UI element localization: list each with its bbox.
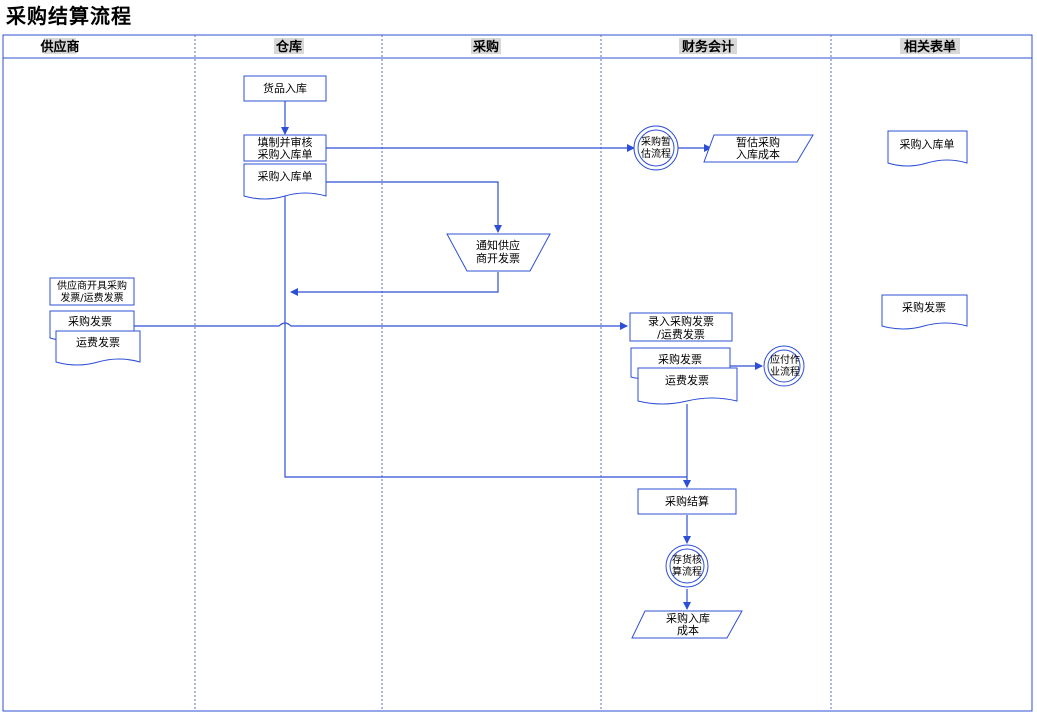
svg-text:存货核: 存货核 — [672, 553, 702, 566]
svg-text:采购发票: 采购发票 — [658, 352, 702, 366]
form-receipt[interactable]: 采购入库单 — [887, 130, 968, 167]
lane-header-bg-supplier — [44, 38, 76, 54]
svg-text:成本: 成本 — [677, 623, 699, 637]
svg-text:算流程: 算流程 — [672, 565, 702, 578]
svg-text:采购入库单: 采购入库单 — [900, 137, 955, 151]
document-finance-freight-invoice[interactable]: 运费发票 — [637, 367, 738, 405]
document-receipt[interactable]: 采购入库单 — [243, 163, 327, 200]
lane-header-bg-forms — [900, 38, 960, 54]
svg-text:采购发票: 采购发票 — [902, 300, 946, 314]
process-supplier-issue-invoice[interactable]: 供应商开具采购 发票/运费发票 — [49, 277, 135, 306]
svg-text:采购入库单: 采购入库单 — [258, 169, 313, 183]
lane-header-bg-purchasing — [471, 38, 501, 54]
process-goods-in[interactable]: 货品入库 — [243, 75, 327, 102]
lane-header-warehouse: 仓库 — [275, 39, 302, 55]
svg-text:采购发票: 采购发票 — [68, 314, 112, 328]
document-supplier-freight-invoice[interactable]: 运费发票 — [55, 330, 141, 366]
svg-text:发票/运费发票: 发票/运费发票 — [60, 291, 123, 304]
arrow-receipt-to-settle — [284, 196, 687, 478]
manual-op-notify-supplier[interactable]: 通知供应 商开发票 — [446, 233, 551, 272]
swimlane-header-band — [4, 36, 1031, 58]
data-temp-cost[interactable]: 暂估采购 入库成本 — [703, 134, 814, 163]
svg-text:通知供应: 通知供应 — [476, 238, 520, 252]
svg-text:货品入库: 货品入库 — [263, 81, 307, 95]
lane-header-bg-warehouse — [274, 38, 304, 54]
data-purchase-cost[interactable]: 采购入库 成本 — [631, 610, 743, 639]
page-title: 采购结算流程 — [6, 4, 132, 28]
svg-text:采购入库: 采购入库 — [666, 611, 710, 625]
process-purchase-settlement[interactable]: 采购结算 — [637, 488, 737, 515]
lane-header-forms: 相关表单 — [904, 39, 956, 55]
form-invoice[interactable]: 采购发票 — [881, 294, 968, 330]
svg-text:采购入库单: 采购入库单 — [258, 147, 313, 161]
subprocess-inventory-accounting[interactable]: 存货核 算流程 — [665, 544, 709, 588]
process-fill-review[interactable]: 填制并审核 采购入库单 — [243, 134, 327, 162]
svg-text:/运费发票: /运费发票 — [657, 327, 705, 341]
subprocess-temp-estimate[interactable]: 采购暂 估流程 — [633, 125, 679, 171]
lane-header-finance: 财务会计 — [682, 39, 734, 55]
svg-text:供应商开具采购: 供应商开具采购 — [57, 279, 127, 292]
process-enter-invoice[interactable]: 录入采购发票 /运费发票 — [629, 312, 733, 342]
svg-text:采购暂: 采购暂 — [641, 135, 671, 148]
svg-text:业流程: 业流程 — [770, 365, 800, 378]
svg-text:估流程: 估流程 — [641, 147, 671, 160]
svg-text:运费发票: 运费发票 — [76, 335, 120, 349]
svg-text:商开发票: 商开发票 — [476, 251, 520, 265]
subprocess-payable[interactable]: 应付作 业流程 — [763, 345, 805, 387]
svg-text:采购结算: 采购结算 — [665, 494, 709, 508]
lane-header-supplier: 供应商 — [39, 39, 79, 55]
svg-text:填制并审核: 填制并审核 — [258, 135, 313, 149]
svg-text:暂估采购: 暂估采购 — [736, 135, 780, 149]
svg-text:录入采购发票: 录入采购发票 — [648, 314, 714, 328]
swimlane-frame — [2, 34, 1033, 712]
arrow-receipt-to-notify — [326, 181, 502, 233]
arrow-invoice-to-enter — [134, 322, 628, 330]
arrow-notify-to-supplier — [290, 272, 499, 296]
svg-text:应付作: 应付作 — [770, 353, 800, 366]
lane-header-purchasing: 采购 — [472, 39, 499, 55]
svg-text:入库成本: 入库成本 — [736, 147, 780, 161]
svg-text:运费发票: 运费发票 — [665, 373, 709, 387]
lane-header-bg-finance — [679, 38, 737, 54]
